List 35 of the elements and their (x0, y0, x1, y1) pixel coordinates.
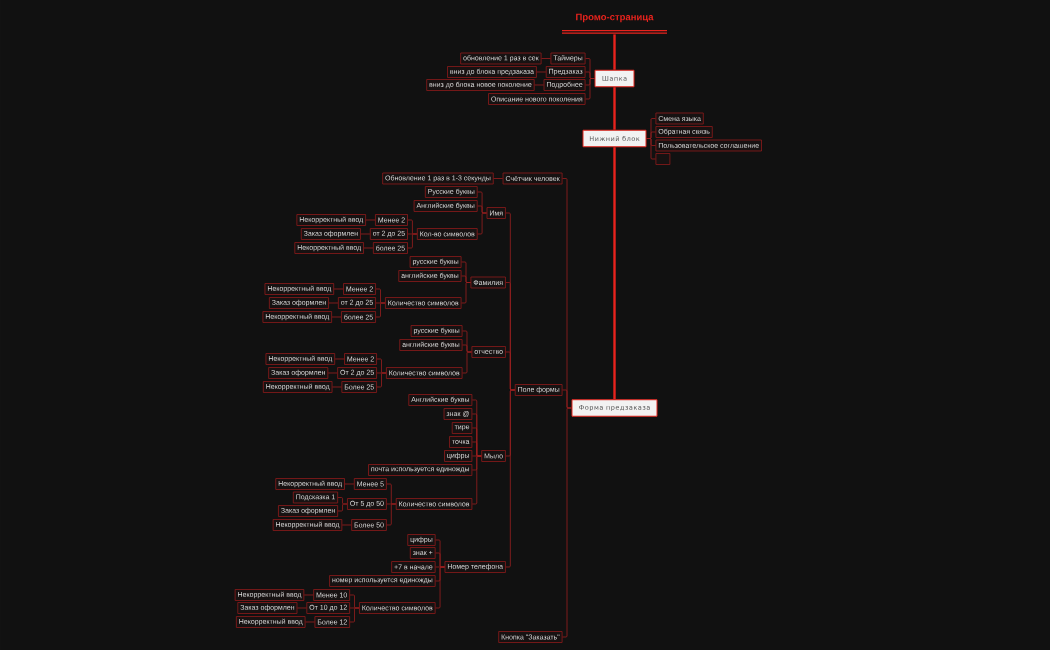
connector-line (360, 233, 371, 235)
spine-line (613, 87, 616, 130)
connector-line (303, 594, 314, 596)
connector-line (331, 316, 342, 318)
connector-line (332, 386, 342, 388)
connector-line (328, 302, 339, 304)
connector-line (297, 607, 307, 609)
connector-line (536, 71, 547, 73)
blank-box (655, 153, 671, 165)
connector-line (363, 247, 374, 249)
connector-line (407, 233, 418, 249)
connector-line (477, 212, 487, 235)
connector-line (349, 607, 360, 623)
connector-line (505, 389, 516, 568)
connector-line (386, 503, 397, 526)
connector-line (375, 302, 386, 318)
connector-line (462, 351, 472, 374)
connector-line (334, 358, 345, 360)
connector-line (341, 524, 352, 526)
connector-line (305, 621, 315, 623)
connector-line (337, 503, 348, 512)
connector-line (534, 84, 544, 86)
connector-line (541, 58, 551, 59)
connector-line (376, 372, 387, 388)
connector-line (344, 483, 355, 485)
root-heading: Промо-страница (561, 13, 668, 34)
connector-line (471, 455, 482, 505)
connector-line (327, 372, 338, 374)
spine-line (613, 34, 616, 70)
connector-line (333, 288, 344, 290)
connector-line (461, 282, 471, 304)
connector-line (435, 566, 445, 609)
spine-line (613, 147, 616, 400)
connector-line (365, 219, 376, 221)
connector-line (493, 178, 504, 179)
